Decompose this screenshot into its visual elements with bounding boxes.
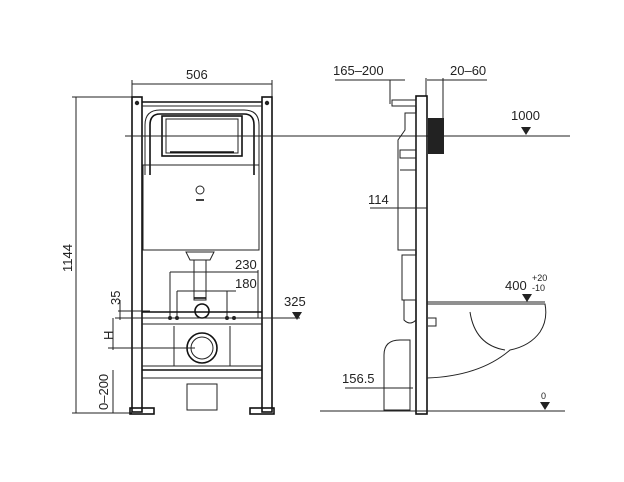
wc-bowl <box>426 303 547 379</box>
level-marker-icon <box>522 294 532 302</box>
dim-156-5: 156.5 <box>342 371 375 386</box>
flush-button <box>428 118 444 154</box>
level-1000: 1000 <box>511 108 540 123</box>
width-label: 506 <box>186 67 208 82</box>
level-400: 400 <box>505 278 527 293</box>
front-view: 506 1144 230 180 <box>60 67 306 415</box>
level-400-tol-minus: -10 <box>532 283 545 293</box>
side-view: 165–200 20–60 114 156.5 400 +20 -10 1000 <box>320 63 565 415</box>
level-325: 325 <box>284 294 306 309</box>
dim-20-60: 20–60 <box>450 63 486 78</box>
dim-114: 114 <box>368 192 389 207</box>
logo-icon <box>195 185 205 195</box>
dim-165-200: 165–200 <box>333 63 384 78</box>
dim-35: 35 <box>108 291 123 305</box>
level-marker-icon <box>521 127 531 135</box>
level-marker-icon <box>292 312 302 320</box>
floor-marker-icon <box>540 402 550 410</box>
dim-180: 180 <box>235 276 257 291</box>
left-upright <box>131 96 143 413</box>
right-upright <box>261 96 273 413</box>
cistern <box>142 164 260 251</box>
level-400-tol-plus: +20 <box>532 273 547 283</box>
frame-plate <box>415 95 428 415</box>
dim-h: H <box>101 331 116 340</box>
level-0: 0 <box>541 391 546 401</box>
height-label: 1144 <box>60 244 75 272</box>
dim-0-200: 0–200 <box>96 374 111 410</box>
dim-230: 230 <box>235 257 257 272</box>
